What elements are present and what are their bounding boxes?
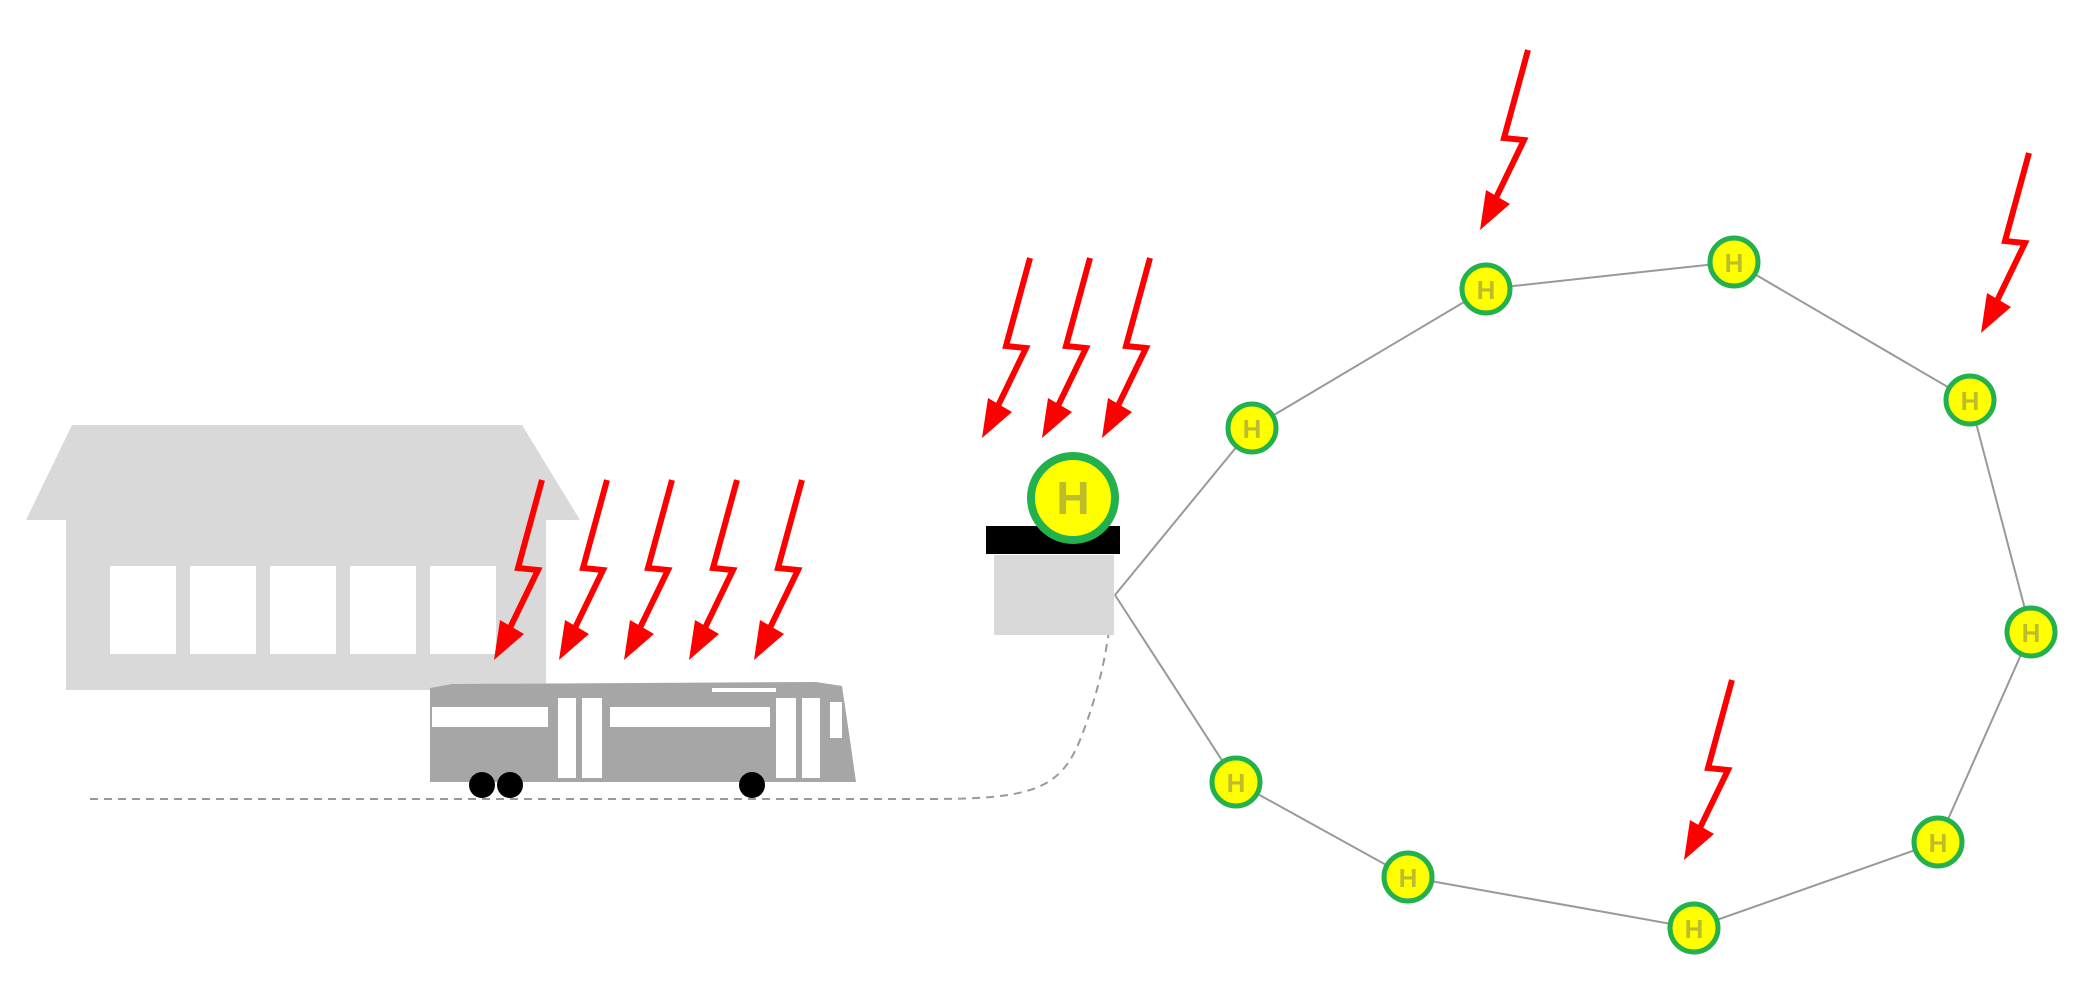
stop-letter: H [1477, 275, 1496, 305]
lightning-icon [1102, 258, 1150, 438]
bus-stop-icon: H [1707, 235, 1761, 289]
stop-letter: H [1399, 863, 1418, 893]
bus-stop-icon: H [1459, 262, 1513, 316]
stop-letter: H [1056, 472, 1089, 524]
bus-stop-icon: H [1911, 815, 1965, 869]
road-line [90, 597, 1113, 800]
depot-building [26, 425, 580, 690]
terminal-charging-bolts [982, 258, 1150, 438]
lightning-icon [1480, 50, 1528, 230]
lightning-icon [1042, 258, 1090, 438]
stop-letter: H [1929, 828, 1948, 858]
lightning-icon [1981, 153, 2029, 333]
lightning-icon [754, 480, 802, 660]
lightning-icon [689, 480, 737, 660]
lightning-icon [982, 258, 1030, 438]
bus-stop-icon: H [2004, 605, 2058, 659]
bus-wheel [739, 772, 765, 798]
bus-stop-icon: H [1667, 901, 1721, 955]
lightning-icon [624, 480, 672, 660]
bus-wheel [497, 772, 523, 798]
bus-stop-icon: H [1381, 850, 1435, 904]
stop-letter: H [2022, 618, 2041, 648]
stop-letter: H [1685, 914, 1704, 944]
bus-wheel [469, 772, 495, 798]
stop-letter: H [1725, 248, 1744, 278]
stop-letter: H [1227, 768, 1246, 798]
electric-bus [430, 682, 856, 798]
stop-letter: H [1961, 386, 1980, 416]
route-loop [1114, 260, 2033, 930]
bus-stop-icon: H [1209, 755, 1263, 809]
stop-letter: H [1243, 414, 1262, 444]
terminal-stop-sign: H [1027, 452, 1119, 544]
route-stops: H H H H H H H H [1209, 235, 2058, 955]
lightning-icon [1684, 680, 1732, 860]
bus-stop-icon: H [1225, 401, 1279, 455]
opportunity-charging-bolts [1480, 50, 2029, 860]
terminal-charging-station [986, 526, 1120, 635]
bus-stop-icon: H [1943, 373, 1997, 427]
